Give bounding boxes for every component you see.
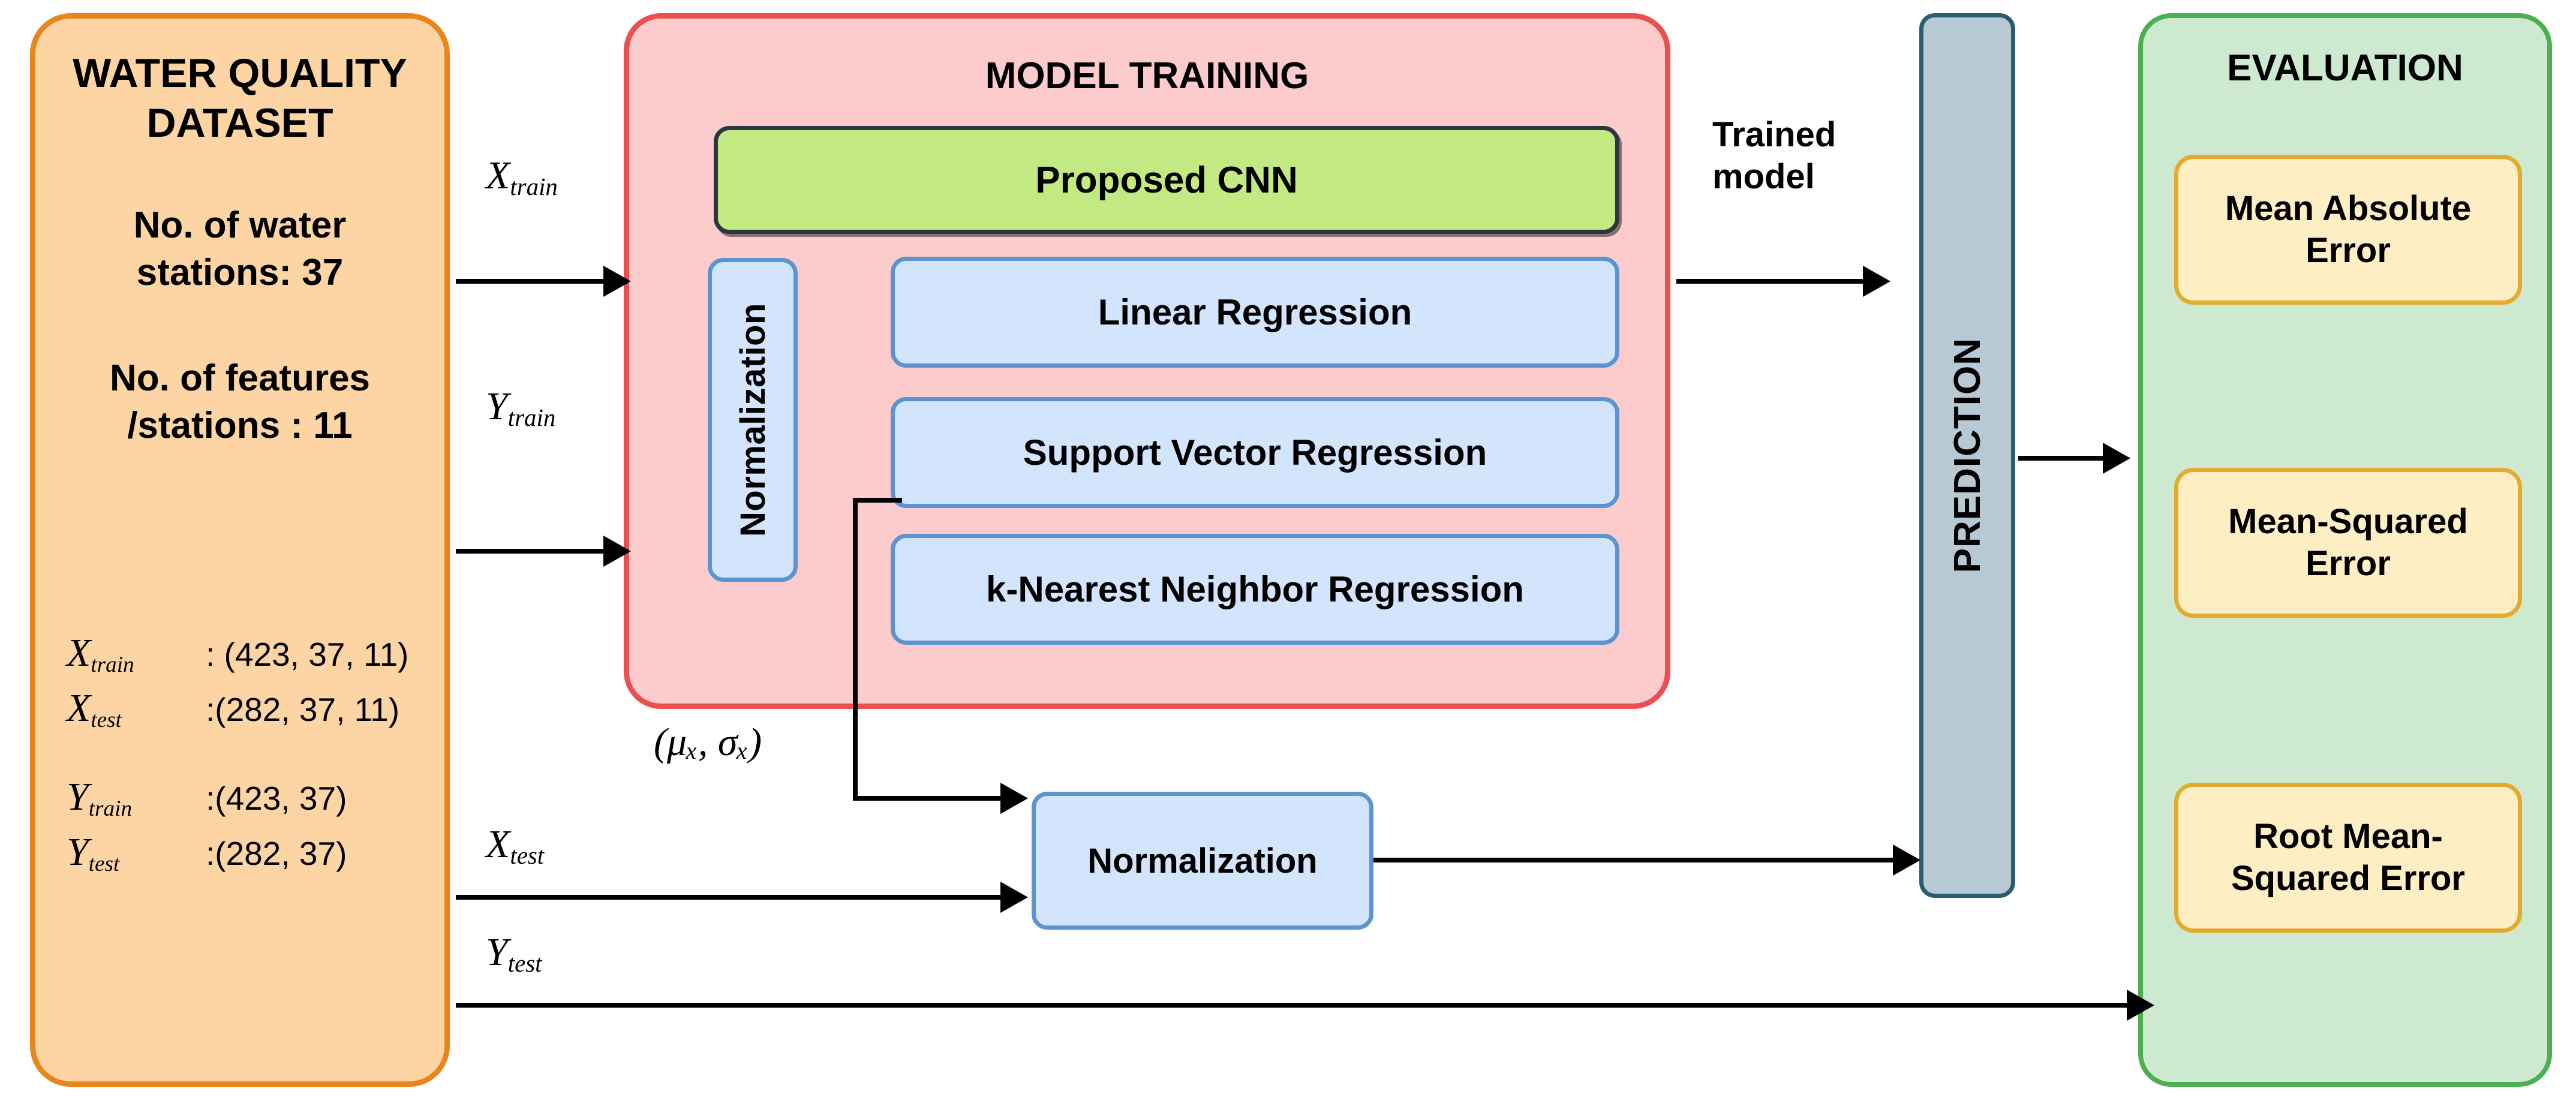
connector-prediction-to-evaluation-arrowhead	[2103, 443, 2130, 474]
edge-label-x-test: Xtest	[486, 822, 545, 869]
shape-value-x-train: : (423, 37, 11)	[206, 636, 409, 673]
connector-mu-sigma-top-stub	[853, 498, 902, 503]
connector-trained-model-arrowhead	[1863, 266, 1890, 297]
metric-box-root-mean-squared-error[interactable]: Root Mean-Squared Error	[2174, 783, 2522, 933]
dataset-shape-list: Xtrain : (423, 37, 11) Xtest :(282, 37, …	[67, 630, 438, 885]
shape-symbol-y-train: Ytrain	[67, 775, 133, 821]
metric-box-mean-squared-error[interactable]: Mean-Squared Error	[2174, 468, 2522, 618]
model-box-linear-regression[interactable]: Linear Regression	[891, 257, 1619, 368]
prediction-label: PREDICTION	[1946, 338, 1988, 573]
dataset-shape-row-y-test: Ytest :(282, 37)	[67, 829, 438, 885]
connector-mu-sigma-vertical	[853, 498, 858, 801]
connector-norm-to-prediction-arrowhead	[1893, 844, 1920, 876]
proposed-cnn-box[interactable]: Proposed CNN	[714, 126, 1619, 234]
connector-prediction-to-evaluation-line	[2018, 456, 2105, 461]
training-normalization-label: Normalization	[733, 303, 773, 537]
dataset-stat-features: No. of features/stations : 11	[109, 357, 371, 447]
connector-x-test-arrowhead	[1000, 882, 1028, 913]
shape-value-y-test: :(282, 37)	[206, 835, 347, 872]
connector-y-train-line	[456, 549, 606, 554]
edge-label-y-test: Ytest	[486, 930, 542, 977]
training-normalization-box[interactable]: Normalization	[708, 258, 798, 582]
dataset-shape-row-x-train: Xtrain : (423, 37, 11)	[67, 630, 438, 686]
connector-mu-sigma-line	[853, 796, 1003, 801]
shape-symbol-x-train: Xtrain	[67, 631, 134, 677]
model-box-knn-regression[interactable]: k-Nearest Neighbor Regression	[891, 534, 1619, 645]
connector-mu-sigma-arrowhead	[1000, 783, 1028, 814]
prediction-bar[interactable]: PREDICTION	[1919, 13, 2015, 898]
evaluation-title: EVALUATION	[2227, 47, 2463, 89]
metric-box-mean-absolute-error[interactable]: Mean Absolute Error	[2174, 155, 2522, 305]
connector-trained-model-line	[1676, 279, 1865, 284]
shape-value-x-test: :(282, 37, 11)	[206, 691, 400, 728]
test-normalization-box[interactable]: Normalization	[1032, 792, 1373, 930]
connector-y-test-arrowhead	[2127, 990, 2154, 1021]
connector-y-train-arrowhead	[603, 536, 631, 567]
dataset-shape-row-y-train: Ytrain :(423, 37)	[67, 774, 438, 829]
connector-x-train-arrowhead	[603, 266, 631, 297]
model-box-support-vector-regression[interactable]: Support Vector Regression	[891, 397, 1619, 508]
connector-x-train-line	[456, 279, 606, 284]
edge-label-x-train: Xtrain	[486, 154, 558, 200]
shape-symbol-y-test: Ytest	[67, 830, 120, 876]
model-training-title: MODEL TRAINING	[985, 55, 1309, 97]
edge-label-y-train: Ytrain	[486, 384, 556, 431]
edge-label-mu-sigma: (μₓ, σₓ)	[654, 720, 762, 764]
connector-norm-to-prediction-line	[1373, 858, 1895, 862]
dataset-shape-row-x-test: Xtest :(282, 37, 11)	[67, 686, 438, 741]
shape-value-y-train: :(423, 37)	[206, 780, 347, 817]
shape-symbol-x-test: Xtest	[67, 686, 122, 732]
connector-y-test-line	[456, 1003, 2129, 1008]
connector-x-test-line	[456, 895, 1003, 900]
